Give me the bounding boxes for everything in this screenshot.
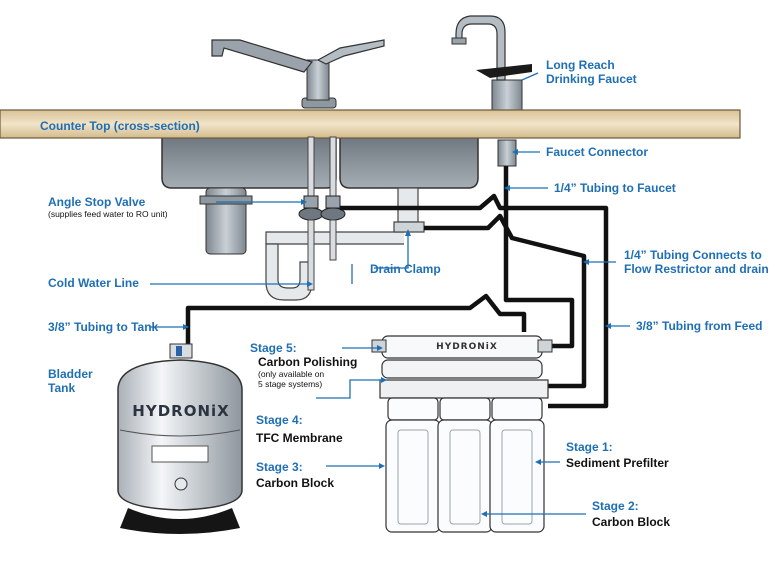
drain-clamp-label: Drain Clamp bbox=[370, 262, 441, 276]
stage5-title: Stage 5: bbox=[250, 341, 297, 355]
leader-arrowheads bbox=[183, 149, 611, 517]
stage1-title: Stage 1: bbox=[566, 440, 613, 454]
stage1-name: Sediment Prefilter bbox=[566, 456, 669, 470]
drain-pipes bbox=[265, 187, 425, 301]
long-reach-faucet-line2: Drinking Faucet bbox=[546, 72, 637, 86]
ro-filter-unit bbox=[371, 335, 553, 533]
bladder-tank-line2: Tank bbox=[48, 381, 76, 395]
leader-lines bbox=[150, 72, 630, 515]
stage5-note-line2: 5 stage systems) bbox=[258, 379, 323, 389]
stage3-name: Carbon Block bbox=[256, 476, 335, 490]
counter-top bbox=[0, 109, 741, 139]
cold-water-line-label: Cold Water Line bbox=[48, 276, 139, 290]
long-reach-faucet-line1: Long Reach bbox=[546, 58, 615, 72]
angle-stop-valve-label: Angle Stop Valve (supplies feed water to… bbox=[48, 195, 168, 219]
stage5-label: Stage 5: Carbon Polishing (only availabl… bbox=[250, 341, 357, 389]
bladder-tank-line1: Bladder bbox=[48, 367, 93, 381]
double-sink bbox=[161, 136, 479, 189]
stage5-note-line1: (only available on bbox=[258, 369, 325, 379]
tubing bbox=[185, 166, 609, 409]
tubing-from-feed-label: 3/8” Tubing from Feed bbox=[636, 319, 763, 333]
long-reach-faucet-drawing bbox=[451, 15, 532, 111]
tubing-to-faucet-label: 1/4” Tubing to Faucet bbox=[554, 181, 676, 195]
garbage-disposal bbox=[199, 187, 253, 255]
angle-stop-valve-note: (supplies feed water to RO unit) bbox=[48, 209, 168, 219]
tubing-connects-line1: 1/4” Tubing Connects to bbox=[624, 248, 762, 262]
faucet-connector-label: Faucet Connector bbox=[546, 145, 649, 159]
stage2-title: Stage 2: bbox=[592, 499, 639, 513]
long-reach-faucet-label: Long Reach Drinking Faucet bbox=[546, 58, 637, 86]
module-brand-logo: HYDRONiX bbox=[436, 342, 498, 352]
stage2-label: Stage 2: Carbon Block bbox=[592, 499, 670, 529]
stage4-name: TFC Membrane bbox=[256, 431, 343, 445]
tubing-to-tank-label: 3/8” Tubing to Tank bbox=[48, 320, 159, 334]
stage1-label: Stage 1: Sediment Prefilter bbox=[566, 440, 669, 470]
faucet-connector bbox=[497, 139, 517, 167]
stage3-title: Stage 3: bbox=[256, 460, 303, 474]
tubing-connects-line2: Flow Restrictor and drain bbox=[624, 262, 769, 276]
counter-top-label: Counter Top (cross-section) bbox=[40, 119, 200, 133]
stage3-label: Stage 3: Carbon Block bbox=[256, 460, 334, 490]
stage4-title: Stage 4: bbox=[256, 413, 303, 427]
angle-stop-valves bbox=[298, 136, 346, 291]
tank-brand-logo: HYDRONiX bbox=[132, 402, 230, 420]
bladder-tank-label: Bladder Tank bbox=[48, 367, 93, 395]
bladder-tank bbox=[117, 343, 243, 534]
stage2-name: Carbon Block bbox=[592, 515, 671, 529]
stage4-label: Stage 4: TFC Membrane bbox=[256, 413, 343, 445]
tubing-connects-label: 1/4” Tubing Connects to Flow Restrictor … bbox=[624, 248, 769, 276]
angle-stop-valve-title: Angle Stop Valve bbox=[48, 195, 146, 209]
kitchen-faucet bbox=[211, 39, 385, 109]
stage5-name: Carbon Polishing bbox=[258, 355, 358, 369]
